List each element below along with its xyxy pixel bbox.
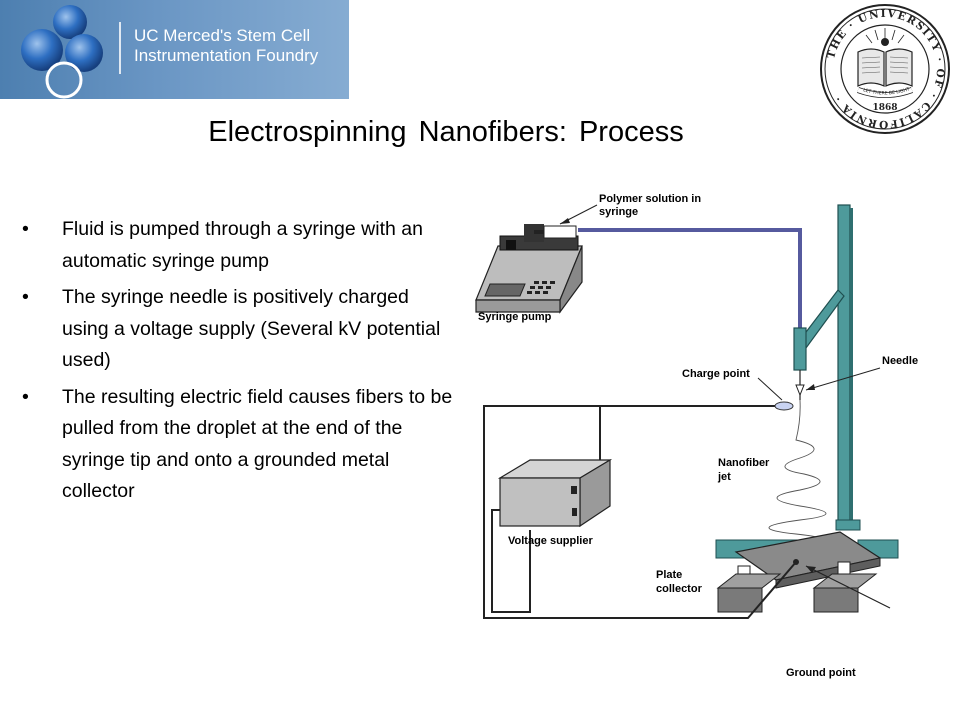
label-nanofiber: Nanofiber [718, 457, 770, 469]
syringe-pump-icon [475, 224, 583, 314]
label-needle: Needle [882, 355, 918, 367]
foundry-logo-icon [21, 5, 103, 99]
polymer-tube [578, 228, 802, 330]
voltage-supplier-icon [497, 458, 613, 528]
bullet-dot-icon: • [22, 385, 29, 408]
label-polymer-syringe: syringe [599, 206, 638, 218]
banner-divider [119, 22, 121, 74]
circuit-wire [483, 405, 797, 619]
label-plate: Plate [656, 569, 682, 581]
bullet-dot-icon: • [22, 218, 29, 240]
foundry-banner: UC Merced's Stem Cell Instrumentation Fo… [0, 0, 349, 99]
label-syringe-pump: Syringe pump [478, 311, 552, 323]
label-voltage-supplier: Voltage supplier [508, 535, 593, 547]
nanofiber-jet [768, 399, 827, 545]
bullet-list: • Fluid is pumped through a syringe with … [22, 214, 458, 513]
bullet-item: • The syringe needle is positively charge… [22, 282, 458, 377]
stand-icon [793, 204, 861, 531]
bullet-text: The syringe needle is positively charged… [62, 286, 441, 371]
slide-title: Electrospinning Nanofibers: Process [208, 116, 684, 148]
banner-title-line2: Instrumentation Foundry [134, 46, 319, 65]
label-charge-point: Charge point [682, 368, 750, 380]
plate-collector-icon [715, 531, 899, 613]
label-polymer-solution: Polymer solution in [599, 193, 701, 205]
electrospinning-diagram: Polymer solution in syringe Syringe pump… [475, 193, 918, 679]
bullet-item: • The resulting electric field causes fib… [22, 382, 458, 508]
bullet-text: Fluid is pumped through a syringe with a… [62, 218, 423, 272]
bullet-text: The resulting electric field causes fibe… [62, 385, 453, 503]
label-collector: collector [656, 583, 703, 595]
bullet-dot-icon: • [22, 286, 29, 308]
label-jet: jet [717, 471, 731, 483]
banner-title-line1: UC Merced's Stem Cell [134, 26, 311, 45]
bullet-item: • Fluid is pumped through a syringe with … [22, 214, 458, 277]
seal-year: 1868 [872, 103, 897, 113]
university-seal-icon: THE · UNIVERSITY · OF · CALIFORNIA · LET… [820, 4, 950, 134]
label-ground-point: Ground point [786, 667, 856, 679]
